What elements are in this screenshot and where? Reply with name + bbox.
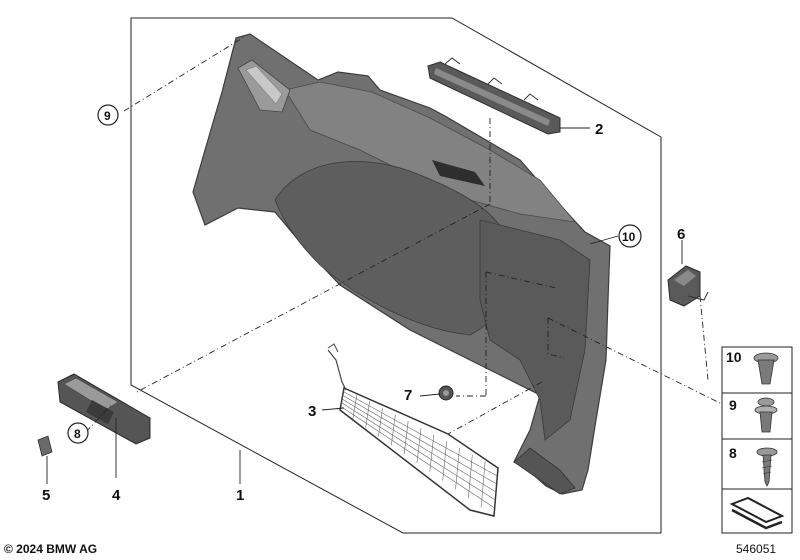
fastener-legend: 10 9 8 — [721, 346, 793, 534]
callout-5: 5 — [42, 487, 50, 504]
leader-lines — [46, 36, 723, 484]
push-rivet-icon — [753, 352, 779, 385]
copyright-text: © 2024 BMW AG — [4, 542, 98, 556]
side-trim-panel — [192, 33, 611, 495]
callout-1: 1 — [236, 487, 244, 504]
callout-2: 2 — [595, 121, 603, 138]
svg-text:9: 9 — [104, 109, 111, 123]
callout-8-circle: 8 — [67, 422, 89, 444]
callout-10-circle: 10 — [618, 224, 642, 248]
connector — [667, 265, 709, 307]
callout-9-circle: 9 — [97, 104, 119, 126]
assembly-frame — [130, 17, 662, 534]
diagram-id: 546051 — [736, 542, 777, 556]
cargo-net — [327, 343, 499, 517]
svg-text:8: 8 — [74, 427, 81, 441]
screw-icon — [756, 447, 778, 487]
expansion-clip-icon — [754, 397, 778, 433]
retainer-clip — [438, 385, 454, 401]
callout-7: 7 — [404, 387, 412, 404]
group-symbol-icon — [729, 496, 785, 530]
callout-6: 6 — [677, 226, 685, 243]
svg-text:10: 10 — [622, 230, 636, 244]
callout-3: 3 — [308, 403, 316, 420]
legend-label-8: 8 — [729, 445, 737, 461]
callout-4: 4 — [112, 487, 121, 504]
upper-trim-strip — [427, 57, 561, 135]
small-cover — [37, 435, 53, 457]
lamp-housing — [57, 373, 151, 445]
legend-label-9: 9 — [729, 397, 737, 413]
legend-label-10: 10 — [726, 349, 742, 365]
